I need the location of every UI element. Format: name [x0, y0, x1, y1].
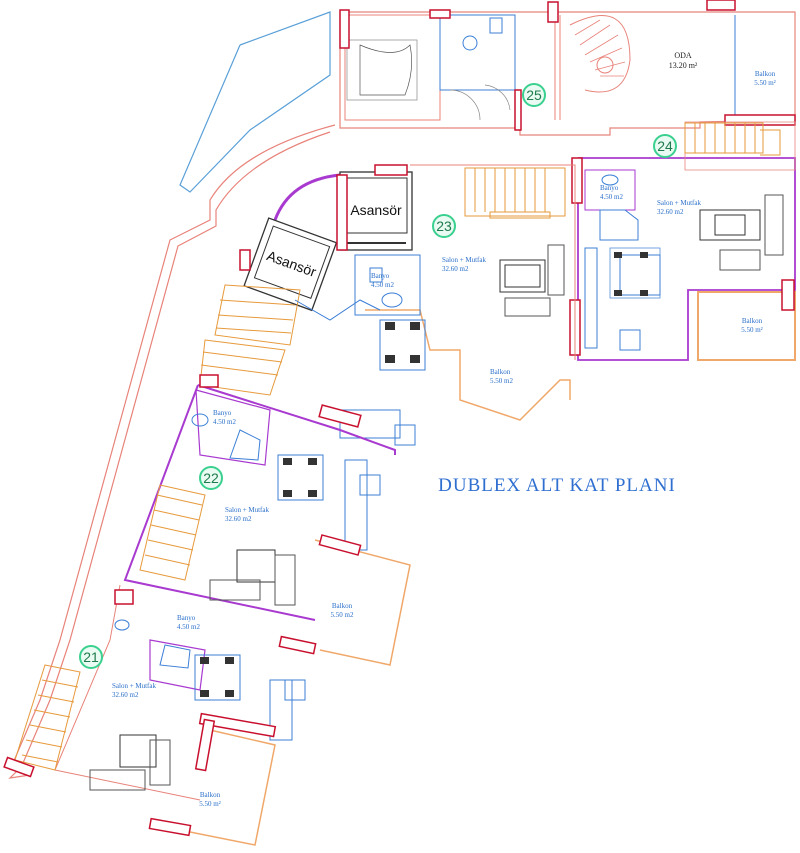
balkon-label-22: Balkon: [332, 602, 353, 610]
salon-label-23: Salon + Mutfak: [442, 256, 486, 264]
salon-label-22: Salon + Mutfak: [225, 506, 269, 514]
salon-label-24: Salon + Mutfak: [657, 199, 701, 207]
banyo-area-24: 4.50 m2: [600, 193, 623, 201]
oda-area: 13.20 m²: [669, 61, 698, 70]
salon-area-22: 32.60 m2: [225, 515, 252, 523]
balkon-area-24: 5.50 m²: [741, 326, 763, 334]
core: Asansör Asansör: [199, 164, 413, 396]
balkon-label-23: Balkon: [490, 368, 511, 376]
banyo-label-23: Banyo: [371, 272, 390, 280]
unit-23: 23 Banyo 4.50 m2 Salon + Mutfak 32.60 m2…: [339, 164, 576, 446]
balkon-area-21: 5.50 m²: [199, 800, 221, 808]
unit-badge-23: [432, 214, 456, 238]
unit-badge-21: [79, 645, 103, 669]
balkon-area-22: 5.50 m2: [331, 611, 354, 619]
balkon-area-25: 5.50 m²: [754, 79, 776, 87]
banyo-label-22: Banyo: [213, 409, 232, 417]
banyo-area-23: 4.50 m2: [371, 281, 394, 289]
salon-area-21: 32.60 m2: [112, 691, 139, 699]
elevator-label-1: Asansör: [350, 202, 402, 218]
unit-24: 24 Banyo 4.50 m2 Salon + Mutfak 32.60 m2…: [569, 121, 796, 361]
unit-badge-22: [199, 466, 223, 490]
banyo-area-21: 4.50 m2: [177, 623, 200, 631]
unit-22: 22 Banyo 4.50 m2 Salon + Mutfak 32.60 m2…: [123, 374, 411, 666]
unit-number-25: 25: [526, 87, 542, 103]
banyo-area-22: 4.50 m2: [213, 418, 236, 426]
unit-number-23: 23: [436, 218, 452, 234]
balkon-label-24: Balkon: [742, 317, 763, 325]
unit-badge-24: [653, 134, 677, 158]
unit-21: 21 Banyo 4.50 m2 Salon + Mutfak 32.60 m2…: [3, 584, 317, 846]
plan-title: DUBLEX ALT KAT PLANI: [438, 475, 676, 496]
salon-label-21: Salon + Mutfak: [112, 682, 156, 690]
balkon-label-21: Balkon: [200, 791, 221, 799]
unit-number-22: 22: [203, 470, 219, 486]
unit-number-24: 24: [657, 138, 673, 154]
unit-number-21: 21: [83, 649, 99, 665]
balkon-area-23: 5.50 m2: [490, 377, 513, 385]
balkon-label-25: Balkon: [755, 70, 776, 78]
banyo-label-21: Banyo: [177, 614, 196, 622]
unit-badge-25: [522, 83, 546, 107]
unit-25: 25 ODA 13.20 m² Balkon 5.50 m²: [339, 0, 796, 131]
exterior-walls: [8, 11, 796, 779]
oda-label: ODA: [674, 51, 692, 60]
banyo-label-24: Banyo: [600, 184, 619, 192]
salon-area-24: 32.60 m2: [657, 208, 684, 216]
salon-area-23: 32.60 m2: [442, 265, 469, 273]
